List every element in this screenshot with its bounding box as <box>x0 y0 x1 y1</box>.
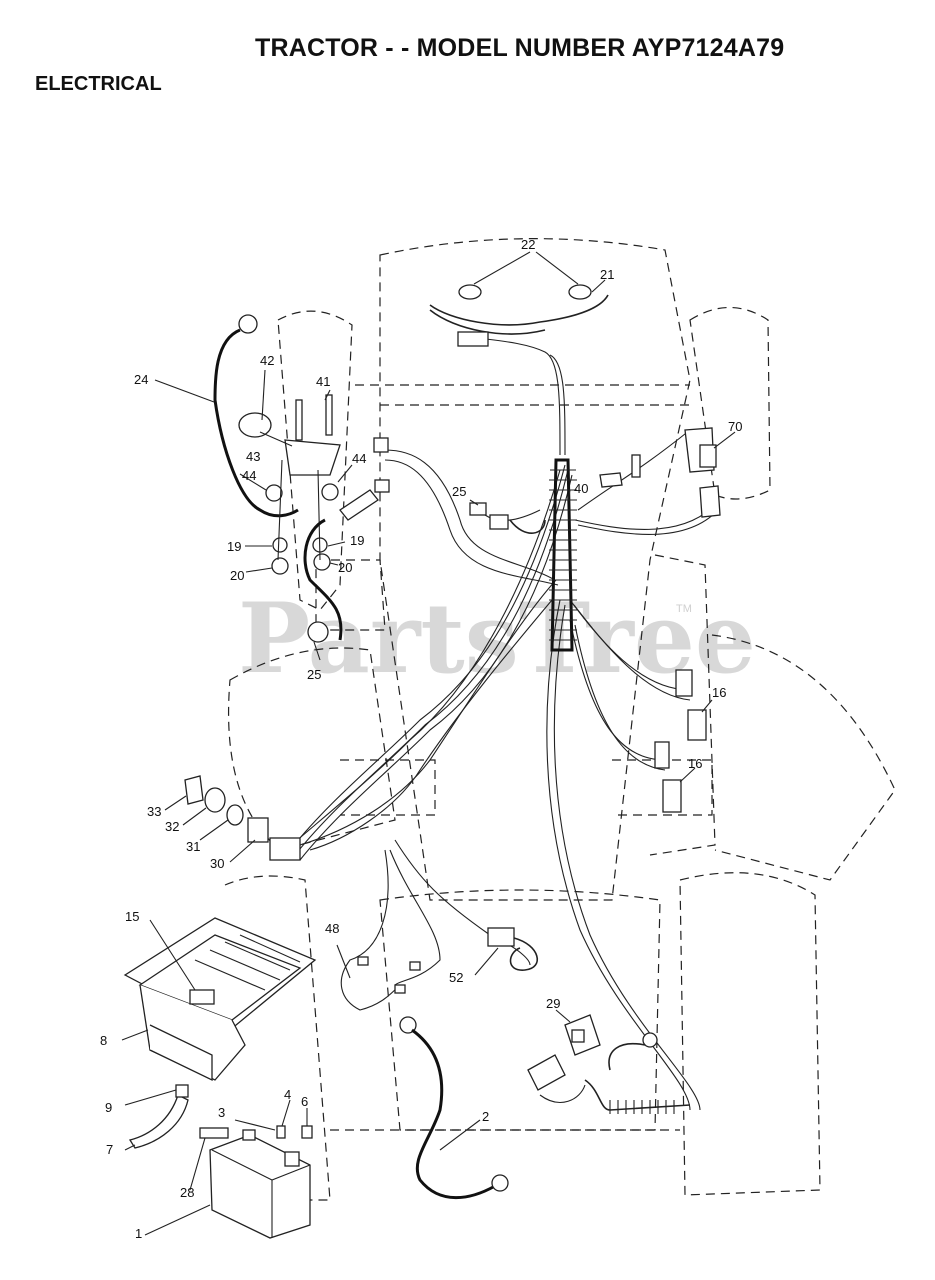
callout-4: 4 <box>284 1087 291 1102</box>
callout-8: 8 <box>100 1033 107 1048</box>
callout-44-left: 44 <box>242 468 256 483</box>
callout-3: 3 <box>218 1105 225 1120</box>
frame-outline <box>224 238 896 1201</box>
callout-9: 9 <box>105 1100 112 1115</box>
brake-switches <box>654 669 713 813</box>
callout-2: 28 <box>180 1185 194 1200</box>
callout-19-right: 19 <box>350 533 364 548</box>
callout-16-upper: 16 <box>712 685 726 700</box>
callout-44-right: 44 <box>352 451 366 466</box>
pto-switch <box>527 1009 691 1114</box>
ignition-switch <box>164 775 301 863</box>
callout-21: 21 <box>600 267 614 282</box>
callout-22: 22 <box>521 237 535 252</box>
harness-sleeve <box>549 458 577 652</box>
callout-48: 48 <box>325 921 339 936</box>
battery-tray <box>121 917 317 1082</box>
part-callouts: 22 21 24 42 41 70 43 44 44 25 40 19 19 2… <box>100 237 742 1241</box>
callout-29: 29 <box>546 996 560 1011</box>
section-title: ELECTRICAL <box>35 73 162 95</box>
wiring-harness <box>279 334 719 1111</box>
headlight-harness <box>429 251 609 347</box>
callout-19-left: 19 <box>227 539 241 554</box>
callout-20-right: 20 <box>338 560 352 575</box>
callout-20-left: 20 <box>230 568 244 583</box>
callout-15: 15 <box>125 909 139 924</box>
harness-connectors <box>469 489 571 534</box>
watermark-trademark: TM <box>676 603 692 615</box>
ground-wire <box>154 314 299 518</box>
page-title: TRACTOR - - MODEL NUMBER AYP7124A79 <box>255 34 785 62</box>
callout-41: 41 <box>316 374 330 389</box>
callout-1: 1 <box>135 1226 142 1241</box>
callout-24: 24 <box>134 372 148 387</box>
callout-6: 6 <box>301 1094 308 1109</box>
battery <box>124 1084 313 1239</box>
callout-42: 42 <box>260 353 274 368</box>
callout-25-lower: 25 <box>307 667 321 682</box>
seat-switch <box>599 427 736 518</box>
callout-31: 31 <box>186 839 200 854</box>
solenoid-assembly <box>238 369 390 661</box>
callout-25-upper: 25 <box>452 484 466 499</box>
callout-28: 2 <box>482 1109 489 1124</box>
light-harness <box>336 927 538 994</box>
callout-43: 43 <box>246 449 260 464</box>
callout-52: 52 <box>449 970 463 985</box>
ground-cable <box>399 1016 509 1200</box>
callout-30: 30 <box>210 856 224 871</box>
callout-33: 33 <box>147 804 161 819</box>
callout-70: 70 <box>728 419 742 434</box>
callout-16-lower: 16 <box>688 756 702 771</box>
callout-32: 32 <box>165 819 179 834</box>
callout-7: 7 <box>106 1142 113 1157</box>
callout-40: 40 <box>574 481 588 496</box>
